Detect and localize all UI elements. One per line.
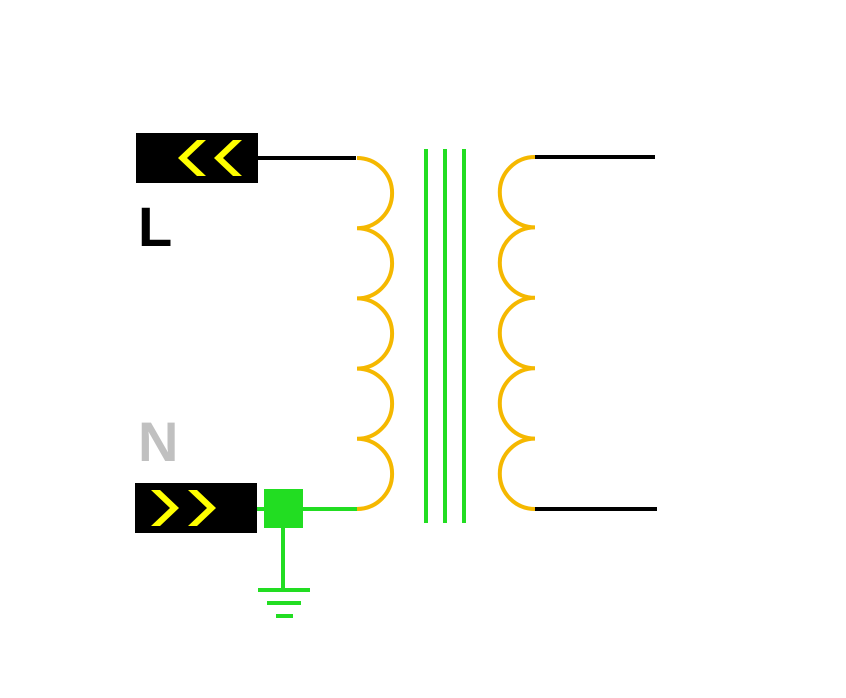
terminal-arrow-left-icon xyxy=(178,140,206,176)
ground-symbol-icon xyxy=(258,528,310,618)
ground-junction-node xyxy=(264,489,303,528)
terminal-arrow-left-icon xyxy=(214,140,242,176)
primary-winding xyxy=(356,156,395,511)
neutral-terminal xyxy=(135,483,257,533)
terminal-arrow-right-icon xyxy=(151,490,179,526)
neutral-label: N xyxy=(138,410,179,473)
terminal-arrow-right-icon xyxy=(188,490,216,526)
transformer-core xyxy=(424,149,466,523)
line-terminal xyxy=(136,133,258,183)
secondary-winding xyxy=(497,155,536,511)
line-label: L xyxy=(138,195,173,258)
